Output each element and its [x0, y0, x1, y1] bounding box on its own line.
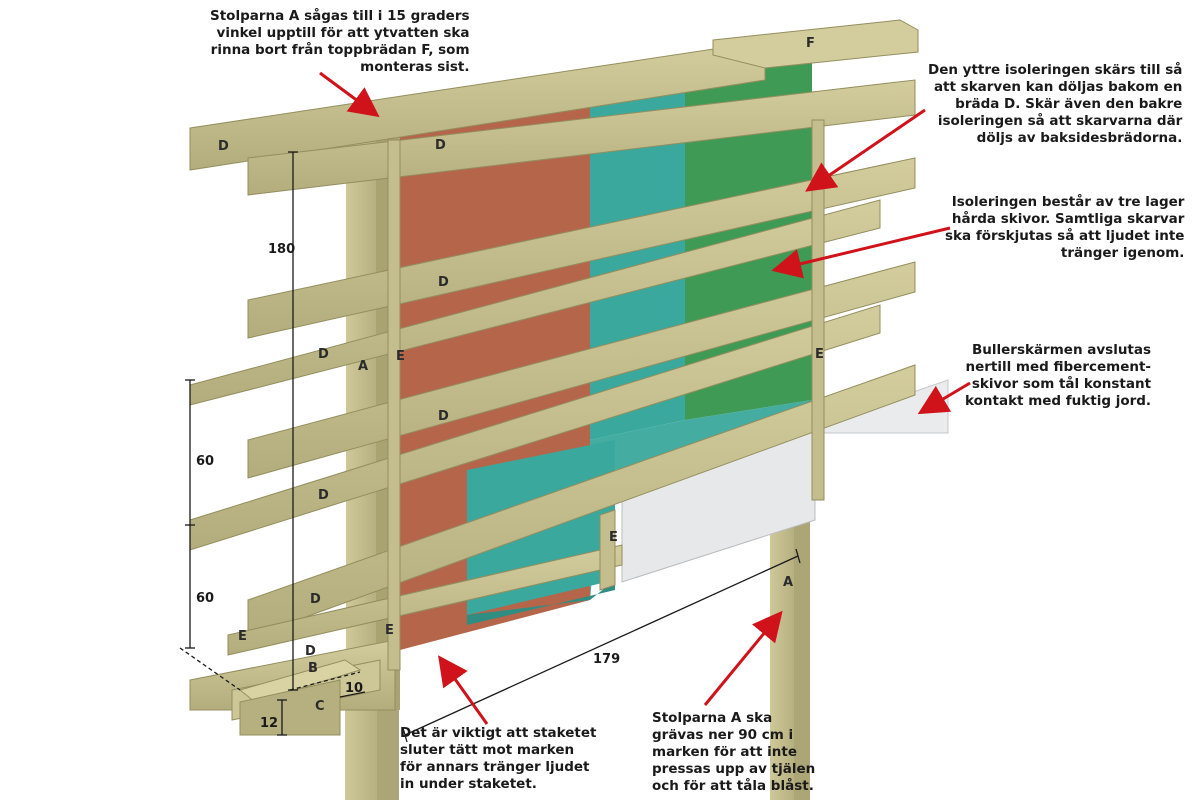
dimension-labels: 180 60 60 179 10 12 [196, 242, 620, 731]
label-d-6: D [318, 488, 329, 503]
label-d-7: D [310, 592, 321, 607]
callout-mid-right: Isoleringen består av tre lager hårda sk… [945, 194, 1185, 261]
label-f: F [806, 36, 815, 51]
dim-10: 10 [345, 681, 363, 696]
arrow-mid-right [771, 226, 951, 279]
label-d-1: D [218, 139, 229, 154]
label-e-4: E [238, 629, 247, 644]
dim-60-upper: 60 [196, 454, 214, 469]
label-d-5: D [438, 409, 449, 424]
label-c: C [315, 699, 325, 714]
label-d-2: D [435, 138, 446, 153]
dim-12: 12 [260, 716, 278, 731]
label-e-3: E [609, 530, 618, 545]
callout-right-lower: Bullerskärmen avslutas nertill med fiber… [965, 342, 1152, 409]
base-boards [231, 659, 381, 736]
callout-arrows [319, 71, 971, 725]
arrow-bottom-mid [438, 655, 489, 725]
arrow-top-right [805, 108, 926, 192]
label-d-8: D [305, 644, 316, 659]
label-a-1: A [358, 359, 368, 374]
callout-bottom-right: Stolparna A ska grävas ner 90 cm i marke… [652, 710, 816, 794]
arrow-top-left [319, 71, 380, 118]
label-b: B [308, 661, 318, 676]
label-d-3: D [438, 275, 449, 290]
label-e-5: E [385, 623, 394, 638]
dim-179: 179 [593, 652, 620, 667]
label-d-4: D [318, 347, 329, 362]
callout-bottom-mid: Det är viktigt att staketet sluter tätt … [400, 725, 597, 792]
label-e-1: E [396, 349, 405, 364]
arrow-right-lower [917, 381, 971, 415]
part-labels: F D D D D A E E D D E D E E D B C A [218, 36, 824, 714]
dim-60-lower: 60 [196, 591, 214, 606]
callout-top-right: Den yttre isoleringen skärs till så att … [928, 62, 1183, 146]
dimension-lines [179, 151, 801, 743]
dim-180: 180 [268, 242, 295, 257]
label-a-2: A [783, 575, 793, 590]
callout-top-left: Stolparna A sågas till i 15 graders vink… [210, 8, 470, 75]
label-e-2: E [815, 347, 824, 362]
arrow-bottom-right [703, 610, 783, 706]
strips-e [387, 119, 825, 671]
top-board-f [712, 19, 919, 69]
